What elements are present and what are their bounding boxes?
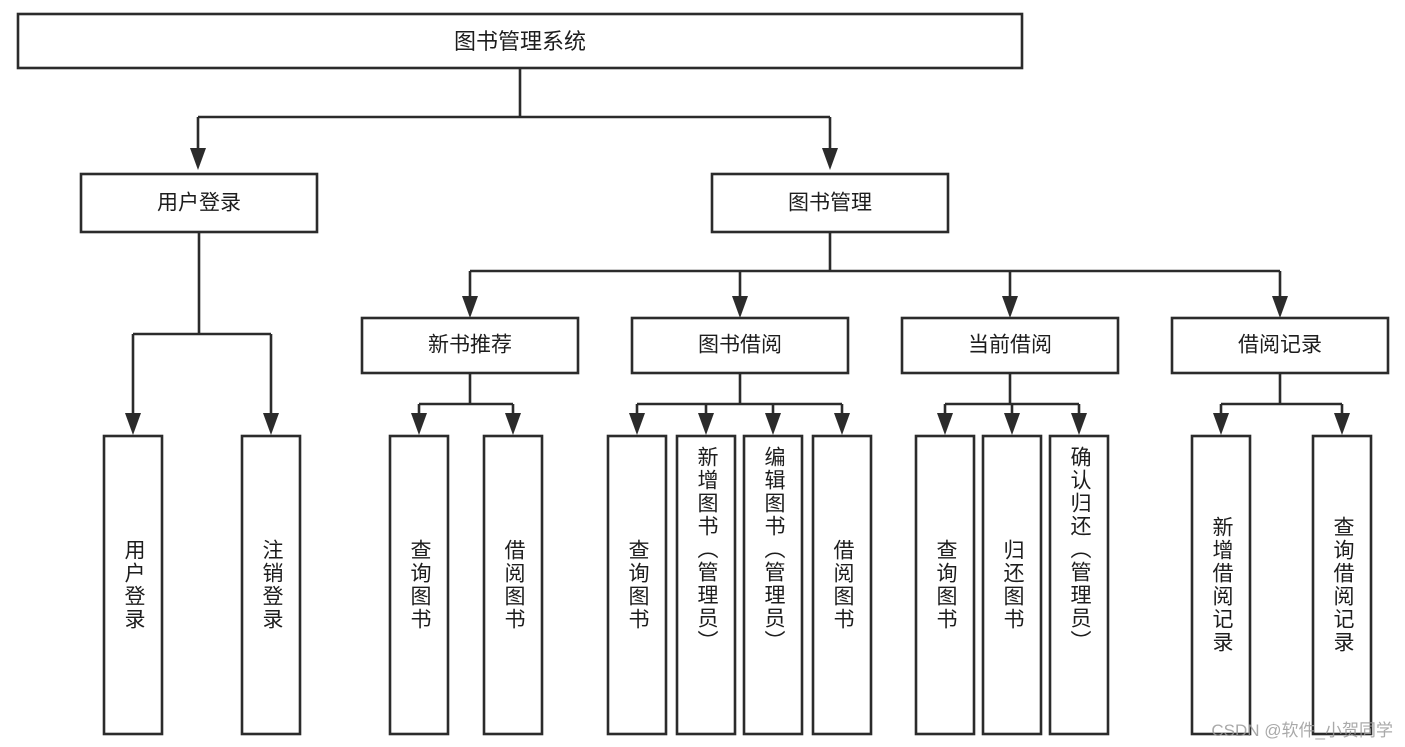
arrow-user-login-leaf-2 [263,413,279,435]
arrow-bm-to-new-book [462,296,478,318]
node-book-borrow-label: 图书借阅 [698,334,782,357]
node-book-borrow-box[interactable] [630,316,850,375]
node-borrow-records-label: 借阅记录 [1238,334,1322,357]
arrow-bb-leaf-2 [698,413,714,435]
arrow-br-leaf-2 [1334,413,1350,435]
leaf-box-user-login-1[interactable] [102,434,164,736]
node-current-borrow-label: 当前借阅 [968,334,1052,357]
csdn-watermark: CSDN @软件_小贺同学 [1211,721,1393,740]
arrow-bm-to-borrow [732,296,748,318]
arrow-bb-leaf-1 [629,413,645,435]
leaf-box-current-borrow-2[interactable] [981,434,1043,736]
node-new-book-box[interactable] [360,316,580,375]
arrow-nb-leaf-1 [411,413,427,435]
arrow-br-leaf-1 [1213,413,1229,435]
node-borrow-records-box[interactable] [1170,316,1390,375]
leaf-box-borrow-records-2[interactable] [1311,434,1373,736]
leaf-box-user-login-2[interactable] [240,434,302,736]
node-new-book-label: 新书推荐 [428,334,512,357]
arrow-cb-leaf-3 [1071,413,1087,435]
arrow-root-to-user [190,148,206,170]
leaf-box-book-borrow-1[interactable] [606,434,668,736]
node-root-box[interactable] [16,12,1024,70]
leaf-box-book-borrow-4[interactable] [811,434,873,736]
node-book-management-label: 图书管理 [788,192,872,215]
arrow-bm-to-records [1272,296,1288,318]
leaf-box-book-borrow-2[interactable] [675,434,737,736]
node-user-login-label: 用户登录 [157,192,241,215]
node-book-management-box[interactable] [710,172,950,234]
node-current-borrow-box[interactable] [900,316,1120,375]
arrow-bm-to-current [1002,296,1018,318]
leaf-box-borrow-records-1[interactable] [1190,434,1252,736]
arrow-cb-leaf-1 [937,413,953,435]
arrow-root-to-books [822,148,838,170]
arrow-bb-leaf-4 [834,413,850,435]
leaf-box-new-book-1[interactable] [388,434,450,736]
leaf-box-current-borrow-1[interactable] [914,434,976,736]
arrow-user-login-leaf-1 [125,413,141,435]
arrow-bb-leaf-3 [765,413,781,435]
leaf-box-current-borrow-3[interactable] [1048,434,1110,736]
leaf-box-new-book-2[interactable] [482,434,544,736]
arrow-cb-leaf-2 [1004,413,1020,435]
leaf-box-book-borrow-3[interactable] [742,434,804,736]
arrow-nb-leaf-2 [505,413,521,435]
node-root-label: 图书管理系统 [454,29,586,54]
